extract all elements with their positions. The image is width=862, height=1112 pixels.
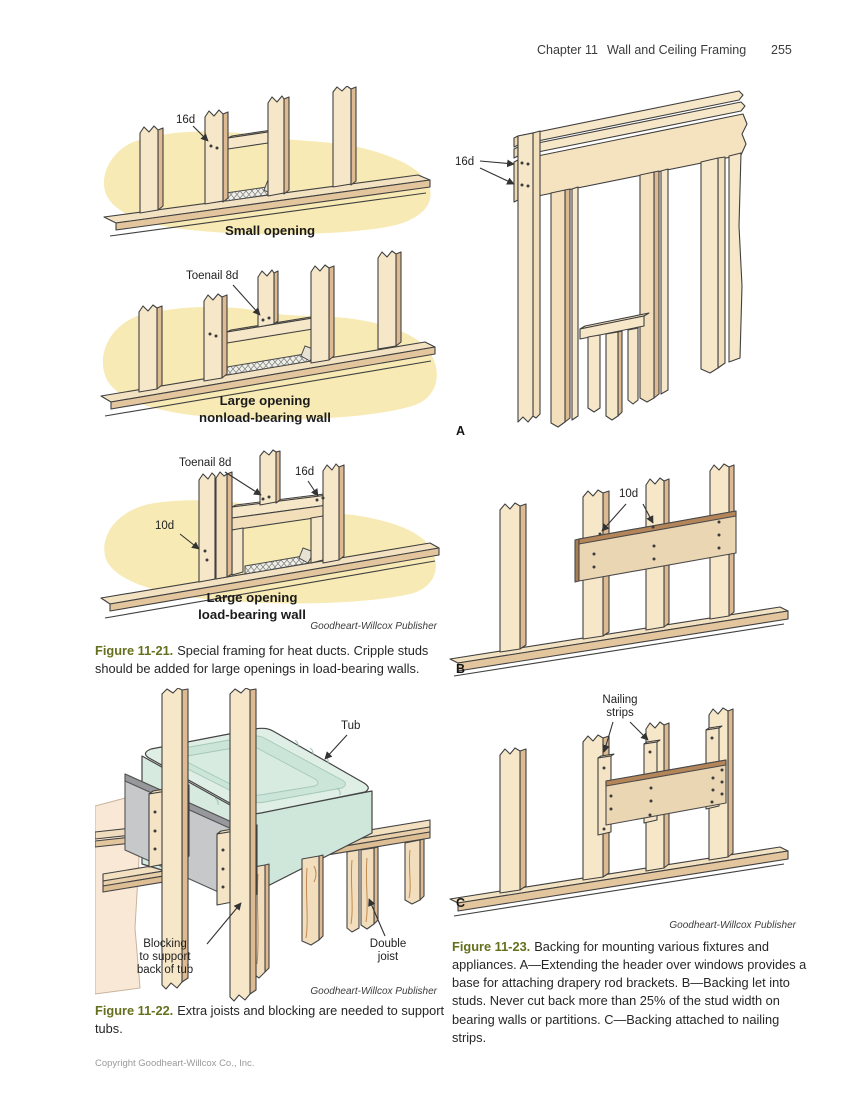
- fig-11-23-c-art: [449, 707, 789, 917]
- label-arrows: [601, 503, 654, 532]
- backing-board: [605, 759, 727, 826]
- fig21-nonload-toenail-label: Toenail 8d: [186, 270, 239, 282]
- fig21-load-10d-label: 10d: [155, 520, 175, 532]
- sole-plate: [100, 542, 440, 619]
- fig23a-16d-label: 16d: [455, 156, 475, 168]
- fig23-caption-text: Backing for mounting various fixtures an…: [452, 939, 807, 1045]
- fig21-credit: Goodheart-Willcox Publisher: [310, 621, 437, 632]
- fig21-load-toenail-label: Toenail 8d: [179, 457, 232, 469]
- fig-11-23-b-art: [449, 463, 789, 677]
- blocking-nails: [153, 810, 225, 889]
- fig23-a-letter: A: [456, 424, 466, 438]
- fig22-tub-label: Tub: [341, 720, 361, 732]
- running-head-title: Wall and Ceiling Framing: [607, 43, 747, 57]
- top-plates-and-header: [513, 90, 748, 203]
- wall-studs: [161, 688, 257, 1002]
- fig23-caption-number: Figure 11-23.: [452, 939, 531, 954]
- fig22-caption-text: Extra joists and blocking are needed to …: [95, 1003, 445, 1037]
- label-toenail-arrow: [232, 284, 261, 316]
- fig22-credit: Goodheart-Willcox Publisher: [310, 986, 437, 997]
- fig22-caption-number: Figure 11-22.: [95, 1003, 174, 1018]
- fig21-load-16d-label: 16d: [295, 466, 315, 478]
- sole-plate: [449, 606, 789, 677]
- fig-11-21-load-art: [100, 449, 440, 619]
- studs: [198, 449, 345, 583]
- fig22-blocking-label: Blocking to support back of tub: [136, 938, 194, 977]
- sole-plate: [449, 846, 789, 917]
- yellow-blob: [104, 500, 436, 604]
- sole-plate: [100, 341, 436, 417]
- fig21-small-subcaption: Small opening: [224, 223, 316, 238]
- nails: [602, 736, 724, 831]
- copyright-line: Copyright Goodheart-Willcox Co., Inc.: [95, 1058, 255, 1069]
- fig23c-nailing-strips-label: Nailing strips: [602, 694, 638, 720]
- studs-and-window: [517, 130, 743, 428]
- fig23-b-letter: B: [456, 662, 466, 676]
- label-16d-arrow: [192, 125, 209, 142]
- label-arrows: [602, 721, 649, 753]
- duct-opening: [244, 547, 315, 575]
- label-arrows: [479, 159, 515, 185]
- fig23-credit: Goodheart-Willcox Publisher: [669, 920, 796, 931]
- nails: [203, 495, 325, 562]
- fig-11-21-small-opening-art: [103, 86, 431, 237]
- fig21-caption-number: Figure 11-21.: [95, 643, 174, 658]
- studs: [138, 250, 402, 393]
- fig-11-21-nonload-art: [100, 250, 437, 420]
- fig21-caption-text: Special framing for heat ducts. Cripple …: [95, 643, 429, 677]
- fig23-c-letter: C: [456, 896, 466, 910]
- backing-board: [574, 510, 737, 583]
- nails: [208, 316, 271, 338]
- fig21-small-16d-label: 16d: [176, 114, 196, 126]
- label-arrows: [179, 471, 319, 550]
- fig21-nonload-subcaption: Large opening nonload-bearing wall: [199, 393, 331, 426]
- nails: [592, 520, 721, 569]
- fig23b-10d-label: 10d: [619, 488, 639, 500]
- studs: [139, 86, 357, 214]
- fig22-caption: Figure 11-22.Extra joists and blocking a…: [95, 1002, 449, 1038]
- studs: [499, 463, 735, 653]
- fig-11-23-a-art: [479, 90, 748, 428]
- fig23-caption: Figure 11-23.Backing for mounting variou…: [452, 938, 808, 1047]
- sole-plate: [103, 174, 431, 237]
- fig21-load-subcaption: Large opening load-bearing wall: [198, 590, 306, 623]
- nails: [209, 144, 219, 150]
- running-head-chapter: Chapter 11: [537, 43, 598, 57]
- page-number: 255: [771, 43, 792, 57]
- label-leaders: [206, 734, 386, 945]
- nails: [520, 161, 530, 188]
- fig21-caption: Figure 11-21.Special framing for heat du…: [95, 642, 449, 678]
- fig-11-22-tub-art: [95, 688, 431, 1002]
- fig22-double-joist-label: Double joist: [369, 938, 407, 964]
